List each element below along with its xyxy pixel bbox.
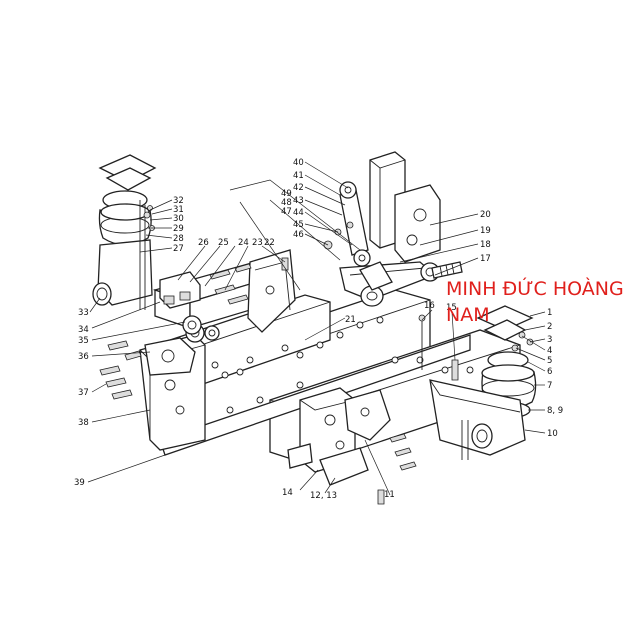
callout-10: 10 [547,429,558,439]
callout-32: 32 [173,196,184,206]
callout-15: 15 [446,303,457,313]
callout-40: 40 [293,158,304,168]
callout-25: 25 [218,238,229,248]
callout-44: 44 [293,208,304,218]
crossmember-bolts [209,263,252,305]
callout-16: 16 [424,301,435,311]
callout-37: 37 [78,388,89,398]
center-crossmember [152,249,296,341]
callout-labels: 1 2 3 4 5 6 7 8, 9 10 11 12, 13 14 15 16… [74,158,563,501]
callout-31: 31 [173,205,184,215]
lower-bolt-cluster [377,433,417,505]
callout-35: 35 [78,336,89,346]
callout-5: 5 [547,356,552,366]
callout-12-13: 12, 13 [310,491,337,501]
callout-46: 46 [293,230,304,240]
callout-24: 24 [238,238,249,248]
callout-39: 39 [74,478,85,488]
callout-38: 38 [78,418,89,428]
callout-7: 7 [547,381,552,391]
callout-27: 27 [173,244,184,254]
callout-20: 20 [480,210,491,220]
callout-48: 48 [281,198,292,208]
callout-11: 11 [384,490,395,500]
lower-hanger-brackets [287,314,459,505]
shock-and-torque-rod-assembly [323,151,463,307]
callout-21: 21 [345,315,356,325]
callout-49: 49 [281,189,292,199]
callout-14: 14 [282,488,293,498]
callout-17: 17 [480,254,491,264]
callout-26: 26 [198,238,209,248]
callout-47: 47 [281,207,292,217]
callout-34: 34 [78,325,89,335]
left-bracket-assembly [139,323,206,451]
left-loose-bolts [99,340,142,400]
callout-33: 33 [78,308,89,318]
callout-23: 23 [252,238,263,248]
callout-3: 3 [547,335,552,345]
callout-22: 22 [264,238,275,248]
callout-2: 2 [547,322,552,332]
callout-29: 29 [173,224,184,234]
callout-41: 41 [293,171,304,181]
assembly-guide-lines [229,179,361,291]
callout-36: 36 [78,352,89,362]
callout-28: 28 [173,234,184,244]
callout-30: 30 [173,214,184,224]
leader-lines [87,161,546,496]
callout-19: 19 [480,226,491,236]
callout-4: 4 [547,346,552,356]
callout-42: 42 [293,183,304,193]
callout-8-9: 8, 9 [547,406,563,416]
watermark-text: MINH ĐỨC HOÀNG NAM [446,278,624,326]
callout-1: 1 [547,308,552,318]
callout-45: 45 [293,220,304,230]
callout-18: 18 [480,240,491,250]
callout-6: 6 [547,367,552,377]
callout-43: 43 [293,196,304,206]
right-air-spring [429,305,537,460]
rail-holes [211,316,499,414]
left-air-spring [92,154,157,310]
